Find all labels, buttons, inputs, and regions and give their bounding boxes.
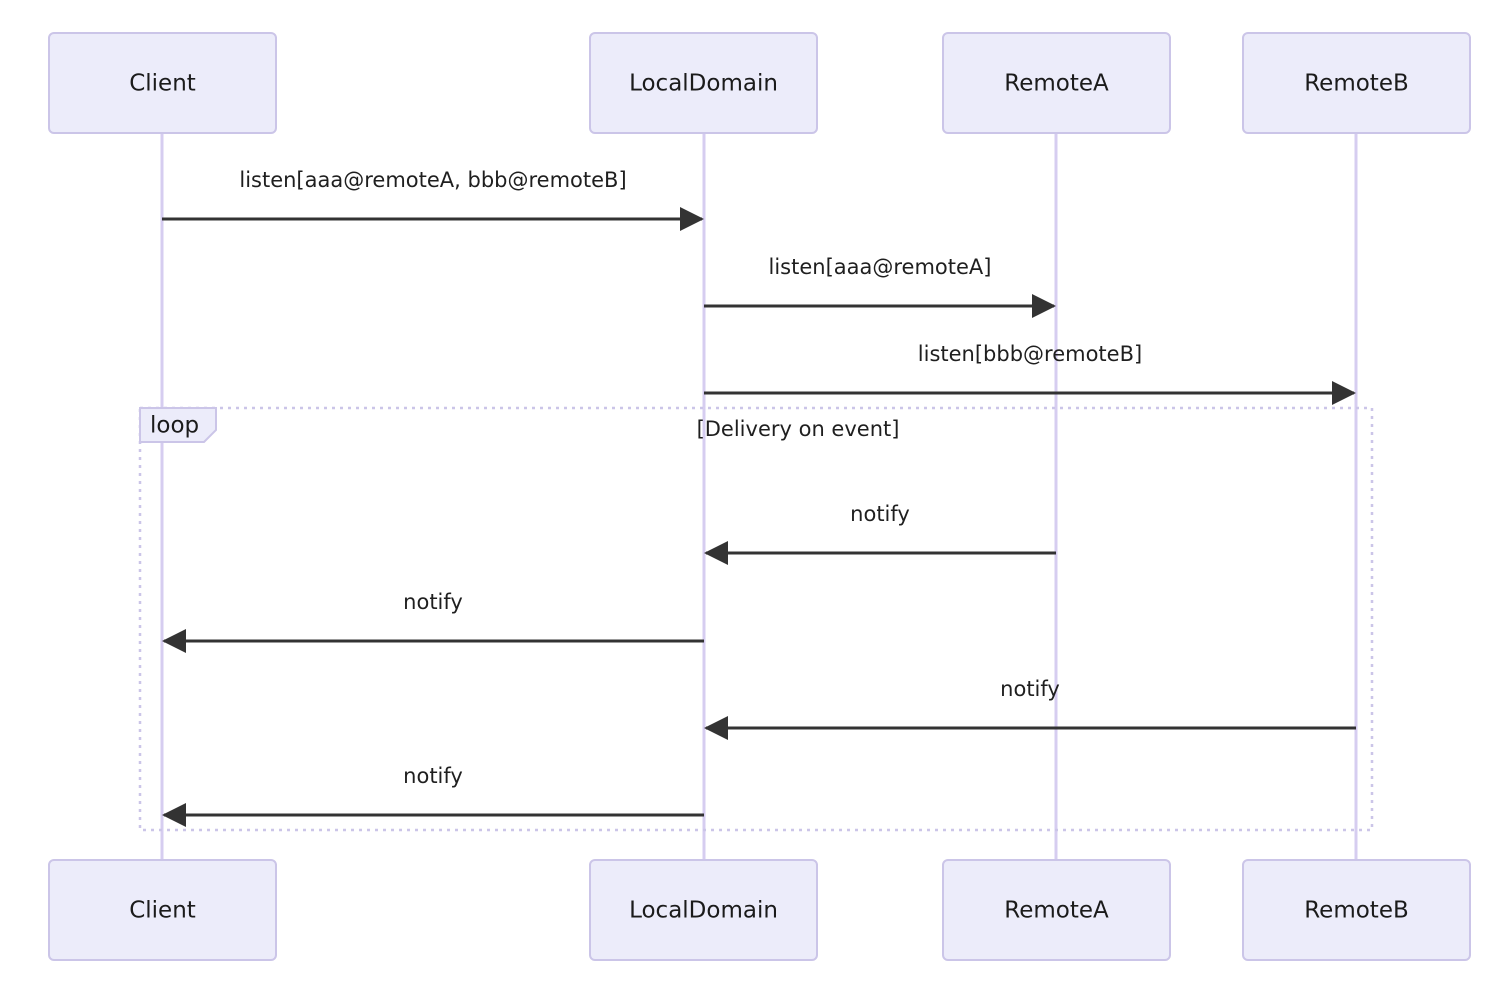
participant-label-remotea-bottom: RemoteA: [1004, 898, 1109, 924]
participant-box-remotea-bottom[interactable]: [942, 859, 1171, 961]
participant-box-client-top[interactable]: [48, 32, 277, 134]
message-label-m7: notify: [403, 764, 463, 788]
message-label-m5: notify: [403, 590, 463, 614]
message-label-m2: listen[aaa@remoteA]: [769, 255, 992, 279]
participant-label-client-bottom: Client: [129, 898, 196, 924]
loop-tab-shape: [139, 407, 217, 443]
message-label-m1: listen[aaa@remoteA, bbb@remoteB]: [239, 168, 626, 192]
loop-tab-label: loop: [150, 413, 199, 439]
loop-condition-label: [Delivery on event]: [697, 417, 900, 441]
participant-label-client-top: Client: [129, 71, 196, 97]
participant-box-localdomain-bottom[interactable]: [589, 859, 818, 961]
participant-label-remotea-top: RemoteA: [1004, 71, 1109, 97]
participant-box-client-bottom[interactable]: [48, 859, 277, 961]
messages-group: listen[aaa@remoteA, bbb@remoteB] listen[a…: [162, 168, 1356, 827]
message-label-m4: notify: [850, 502, 910, 526]
participant-box-localdomain-top[interactable]: [589, 32, 818, 134]
message-label-m6: notify: [1000, 677, 1060, 701]
loop-fragment: loop [Delivery on event]: [138, 406, 1374, 832]
message-label-m3: listen[bbb@remoteB]: [918, 342, 1142, 366]
participant-box-remotea-top[interactable]: [942, 32, 1171, 134]
participant-label-localdomain-bottom: LocalDomain: [629, 898, 778, 924]
participant-label-remoteb-top: RemoteB: [1304, 71, 1409, 97]
participant-label-localdomain-top: LocalDomain: [629, 71, 778, 97]
participant-box-remoteb-top[interactable]: [1242, 32, 1471, 134]
participant-label-remoteb-bottom: RemoteB: [1304, 898, 1409, 924]
loop-frame-border: [138, 406, 1374, 832]
lifelines-group: [160, 133, 1358, 860]
participant-box-remoteb-bottom[interactable]: [1242, 859, 1471, 961]
